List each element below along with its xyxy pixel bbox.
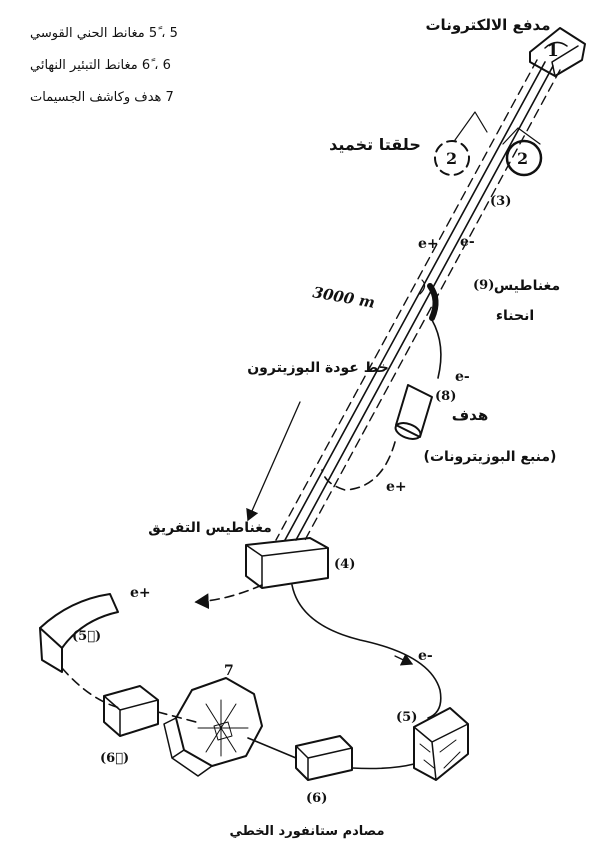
electron-label-top: e- xyxy=(460,234,475,250)
electron-label-arc: e- xyxy=(418,648,433,664)
separation-magnet xyxy=(245,537,329,589)
damping-rings-label: حلقتا تخميد xyxy=(329,135,421,154)
focusing-magnet-6-prime xyxy=(103,685,159,737)
label-2: 2 xyxy=(517,149,528,168)
label-5-prime: (5ً) xyxy=(72,629,101,644)
legend-item-focusing-magnets: 6 ، 6ً مغانط التبئير النهائي xyxy=(30,58,171,73)
label-2-prime: 2 xyxy=(446,149,457,168)
electron-gun-label: مدفع الالكترونات xyxy=(425,16,550,34)
magnet-9-label-line1: مغناطيس xyxy=(494,278,560,294)
bending-magnet-5 xyxy=(413,707,469,781)
positron-label-target: e+ xyxy=(386,479,407,495)
label-6-prime: (6ً) xyxy=(100,751,129,766)
target-positron-source xyxy=(394,384,433,440)
diagram-caption: مصادم ستانفورد الخطي xyxy=(229,824,385,839)
bending-magnet-9 xyxy=(419,279,439,321)
electron-gun xyxy=(529,27,586,77)
legend-item-bending-magnets: 5 ، 5ً مغانط الحني القوسي xyxy=(30,26,178,41)
label-4: (4) xyxy=(334,557,355,572)
linac-length-label: 3000 m xyxy=(311,283,376,312)
label-9: (9) xyxy=(473,278,494,293)
damping-ring-right: 2 xyxy=(505,139,543,177)
positron-label-top: e+ xyxy=(418,236,439,252)
damping-ring-left: 2 xyxy=(434,140,470,176)
linear-accelerator xyxy=(275,59,561,541)
electron-label-target: e- xyxy=(455,369,470,385)
separation-magnet-label: مغناطيس التفريق xyxy=(148,520,272,536)
magnet-9-label-line2: انحناء xyxy=(496,308,534,324)
detector-7 xyxy=(163,677,263,777)
positron-source-label: (منبع البوزيترونات) xyxy=(424,449,557,465)
label-8: (8) xyxy=(435,389,456,404)
legend: 5 ، 5ً مغانط الحني القوسي 6 ، 6ً مغانط ا… xyxy=(30,26,260,122)
focusing-magnet-6 xyxy=(295,735,353,781)
label-5: (5) xyxy=(396,710,417,725)
bending-magnet-5-prime xyxy=(39,593,119,673)
label-7: 7 xyxy=(224,663,234,679)
positron-return-label: خط عودة البوزيترون xyxy=(247,360,389,376)
label-1: 1 xyxy=(547,41,559,61)
label-6: (6) xyxy=(306,791,327,806)
target-label: هدف xyxy=(452,406,489,424)
positron-label-arc: e+ xyxy=(130,585,151,601)
legend-item-target-detector: 7 هدف وكاشف الجسيمات xyxy=(30,90,174,105)
label-3: (3) xyxy=(490,194,511,209)
